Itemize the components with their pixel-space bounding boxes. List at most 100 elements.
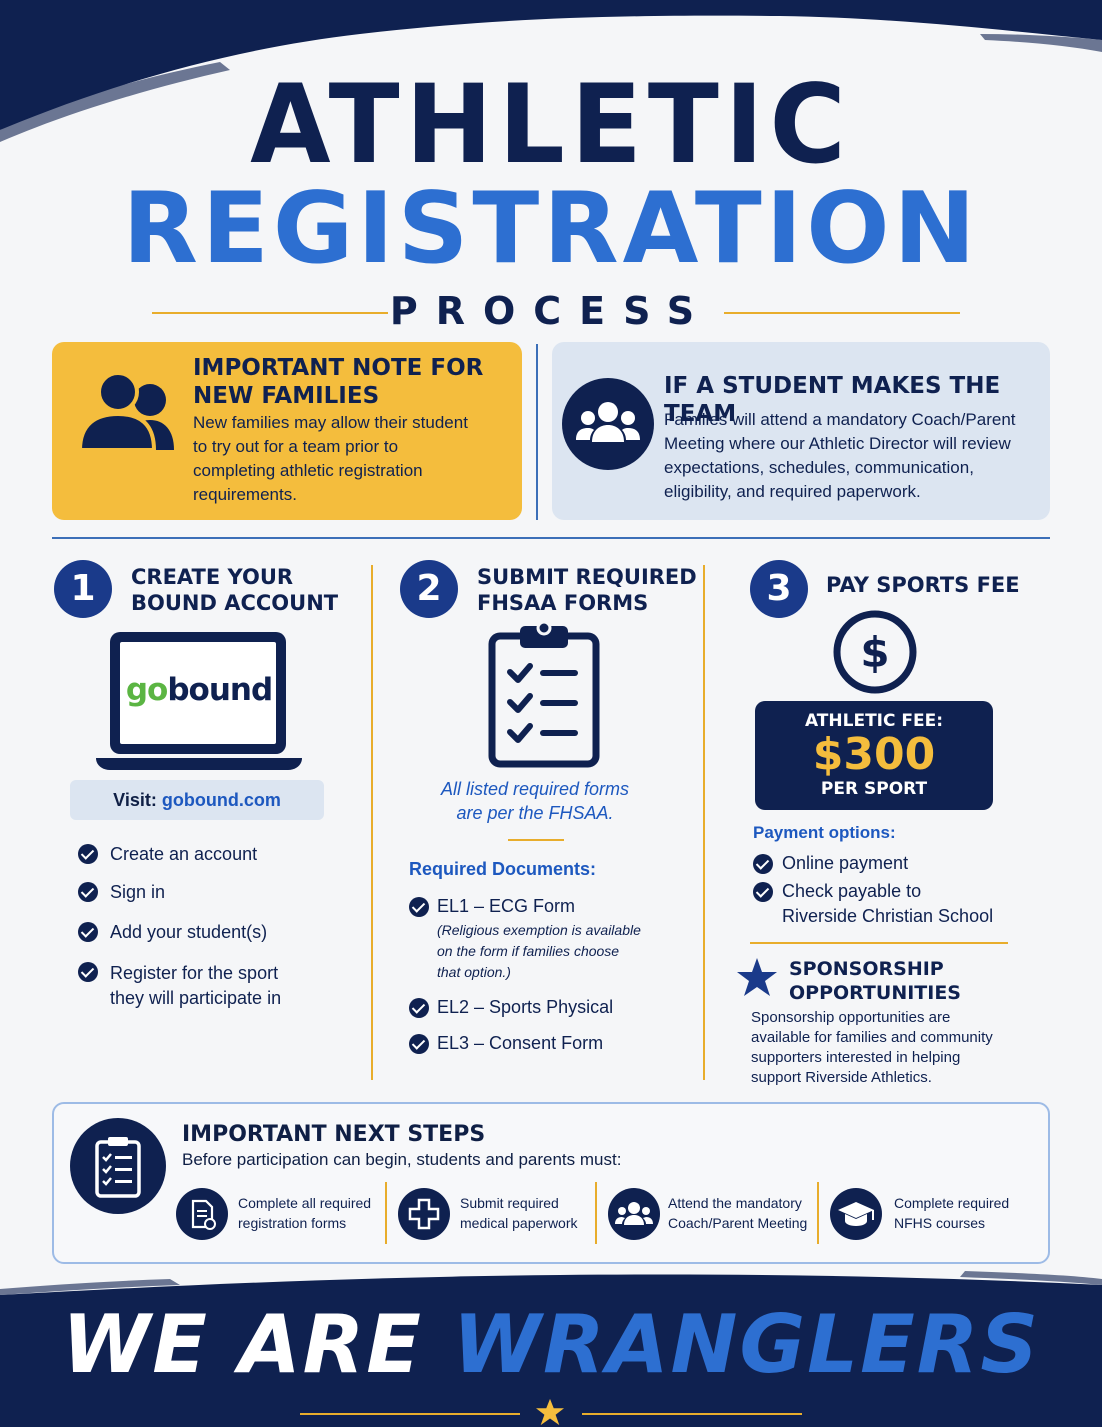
fee-label: ATHLETIC FEE: bbox=[804, 711, 944, 731]
footer-slogan: WE ARE WRANGLERS bbox=[0, 1305, 1102, 1385]
next-steps-title: IMPORTANT NEXT STEPS bbox=[182, 1122, 486, 1147]
doc-el1-note: (Religious exemption is available bbox=[437, 922, 641, 938]
gobound-logo: gobound bbox=[96, 672, 302, 708]
next-step-divider bbox=[595, 1182, 597, 1244]
doc-el1-note: that option.) bbox=[437, 964, 511, 980]
check-icon bbox=[409, 897, 429, 917]
check-icon bbox=[78, 882, 98, 902]
column-divider bbox=[371, 565, 373, 1080]
fee-unit: PER SPORT bbox=[820, 779, 928, 799]
gobound-link[interactable]: gobound.com bbox=[161, 790, 281, 810]
group-icon bbox=[562, 378, 654, 470]
footer-rule-right bbox=[582, 1413, 802, 1415]
check-icon bbox=[409, 998, 429, 1018]
next-step-divider bbox=[817, 1182, 819, 1244]
footer-star-icon bbox=[536, 1398, 564, 1426]
doc-el2: EL2 – Sports Physical bbox=[437, 997, 614, 1017]
check-icon bbox=[78, 962, 98, 982]
payment-option: Riverside Christian School bbox=[782, 906, 994, 926]
title-rule-right bbox=[724, 312, 960, 314]
group-icon bbox=[608, 1188, 660, 1240]
next-step-label: Complete all required bbox=[238, 1195, 372, 1211]
step-3-title: PAY SPORTS FEE bbox=[826, 573, 1020, 597]
new-families-note: IMPORTANT NOTE FOR NEW FAMILIES New fami… bbox=[52, 342, 522, 520]
visit-box: Visit: gobound.com bbox=[70, 780, 324, 820]
star-icon bbox=[737, 958, 777, 996]
payment-options-heading: Payment options: bbox=[753, 823, 896, 842]
footer-rule-left bbox=[300, 1413, 520, 1415]
check-icon bbox=[753, 854, 773, 874]
step-1-item: Create an account bbox=[110, 844, 258, 864]
graduation-cap-icon bbox=[830, 1188, 882, 1240]
new-families-title-line2: NEW FAMILIES bbox=[193, 383, 380, 409]
sponsorship-title: OPPORTUNITIES bbox=[789, 982, 961, 1004]
laptop-icon bbox=[96, 632, 302, 770]
doc-el1: EL1 – ECG Form bbox=[437, 896, 576, 916]
clipboard-checklist-icon bbox=[488, 620, 600, 768]
fhsaa-note: are per the FHSAA. bbox=[456, 803, 614, 823]
document-icon bbox=[176, 1188, 228, 1240]
next-step-label: Complete required bbox=[894, 1195, 1010, 1211]
step-2-title-line2: FHSAA FORMS bbox=[477, 591, 649, 615]
visit-label: Visit: bbox=[113, 790, 157, 810]
slogan-we-are: WE ARE bbox=[62, 1298, 423, 1391]
step-2-title-line1: SUBMIT REQUIRED bbox=[477, 565, 697, 589]
next-steps-subtitle: Before participation can begin, students… bbox=[182, 1150, 622, 1169]
dollar-icon: $ bbox=[833, 610, 917, 694]
makes-team-text: eligibility, and required paperwork. bbox=[664, 482, 921, 501]
new-families-text: New families may allow their student bbox=[193, 413, 468, 432]
check-icon bbox=[753, 882, 773, 902]
title-rule-left bbox=[152, 312, 388, 314]
gobound-logo-bound: bound bbox=[167, 672, 273, 708]
athletic-fee-box: ATHLETIC FEE: $300 PER SPORT bbox=[755, 701, 993, 810]
step-3-rule bbox=[750, 942, 1008, 944]
footer-brush-stroke bbox=[0, 1271, 1102, 1427]
clipboard-icon bbox=[70, 1118, 166, 1214]
makes-team-text: Families will attend a mandatory Coach/P… bbox=[664, 410, 1016, 429]
required-documents-heading: Required Documents: bbox=[409, 859, 597, 879]
section-divider bbox=[52, 537, 1050, 539]
sponsorship-text: available for families and community bbox=[751, 1029, 993, 1046]
column-divider bbox=[703, 565, 705, 1080]
title-process: PROCESS bbox=[389, 289, 713, 333]
fhsaa-note: All listed required forms bbox=[440, 779, 630, 799]
step-2-number: 2 bbox=[400, 560, 458, 618]
gobound-logo-go: go bbox=[125, 672, 168, 708]
new-families-text: to try out for a team prior to bbox=[193, 437, 399, 456]
sponsorship-text: Sponsorship opportunities are bbox=[751, 1009, 951, 1026]
next-step-label: Coach/Parent Meeting bbox=[668, 1215, 808, 1231]
next-step-label: Attend the mandatory bbox=[668, 1195, 802, 1211]
doc-el3: EL3 – Consent Form bbox=[437, 1033, 604, 1053]
step-1-title-line1: CREATE YOUR bbox=[131, 565, 294, 589]
notes-divider bbox=[536, 344, 538, 520]
sponsorship-title: SPONSORSHIP bbox=[789, 958, 944, 980]
payment-option: Online payment bbox=[782, 853, 909, 873]
svg-text:$: $ bbox=[860, 628, 889, 677]
makes-team-note: IF A STUDENT MAKES THE TEAM Families wil… bbox=[552, 342, 1050, 520]
step-1-title-line2: BOUND ACCOUNT bbox=[131, 591, 339, 615]
step-1-item: they will participate in bbox=[110, 988, 282, 1008]
new-families-text: completing athletic registration bbox=[193, 461, 423, 480]
payment-option: Check payable to bbox=[782, 881, 922, 901]
title-registration: REGISTRATION bbox=[122, 172, 980, 286]
medical-cross-icon bbox=[398, 1188, 450, 1240]
check-icon bbox=[409, 1034, 429, 1054]
next-step-label: medical paperwork bbox=[460, 1215, 578, 1231]
makes-team-text: expectations, schedules, communication, bbox=[664, 458, 974, 477]
doc-el1-note: on the form if families choose bbox=[437, 943, 620, 959]
slogan-wranglers: WRANGLERS bbox=[452, 1298, 1040, 1391]
next-step-label: registration forms bbox=[238, 1215, 347, 1231]
step-1-item: Register for the sport bbox=[110, 963, 279, 983]
next-step-label: NFHS courses bbox=[894, 1215, 986, 1231]
two-people-icon bbox=[80, 372, 174, 452]
step-1-number: 1 bbox=[54, 560, 112, 618]
next-steps-box: IMPORTANT NEXT STEPS Before participatio… bbox=[52, 1102, 1050, 1264]
step-3-number: 3 bbox=[750, 560, 808, 618]
header-brush-stroke bbox=[0, 0, 1102, 142]
check-icon bbox=[78, 844, 98, 864]
sponsorship-text: support Riverside Athletics. bbox=[751, 1069, 932, 1086]
new-families-text: requirements. bbox=[193, 485, 297, 504]
step-1-item: Add your student(s) bbox=[110, 922, 268, 942]
step-2-rule bbox=[508, 839, 564, 841]
step-1-item: Sign in bbox=[110, 882, 166, 902]
